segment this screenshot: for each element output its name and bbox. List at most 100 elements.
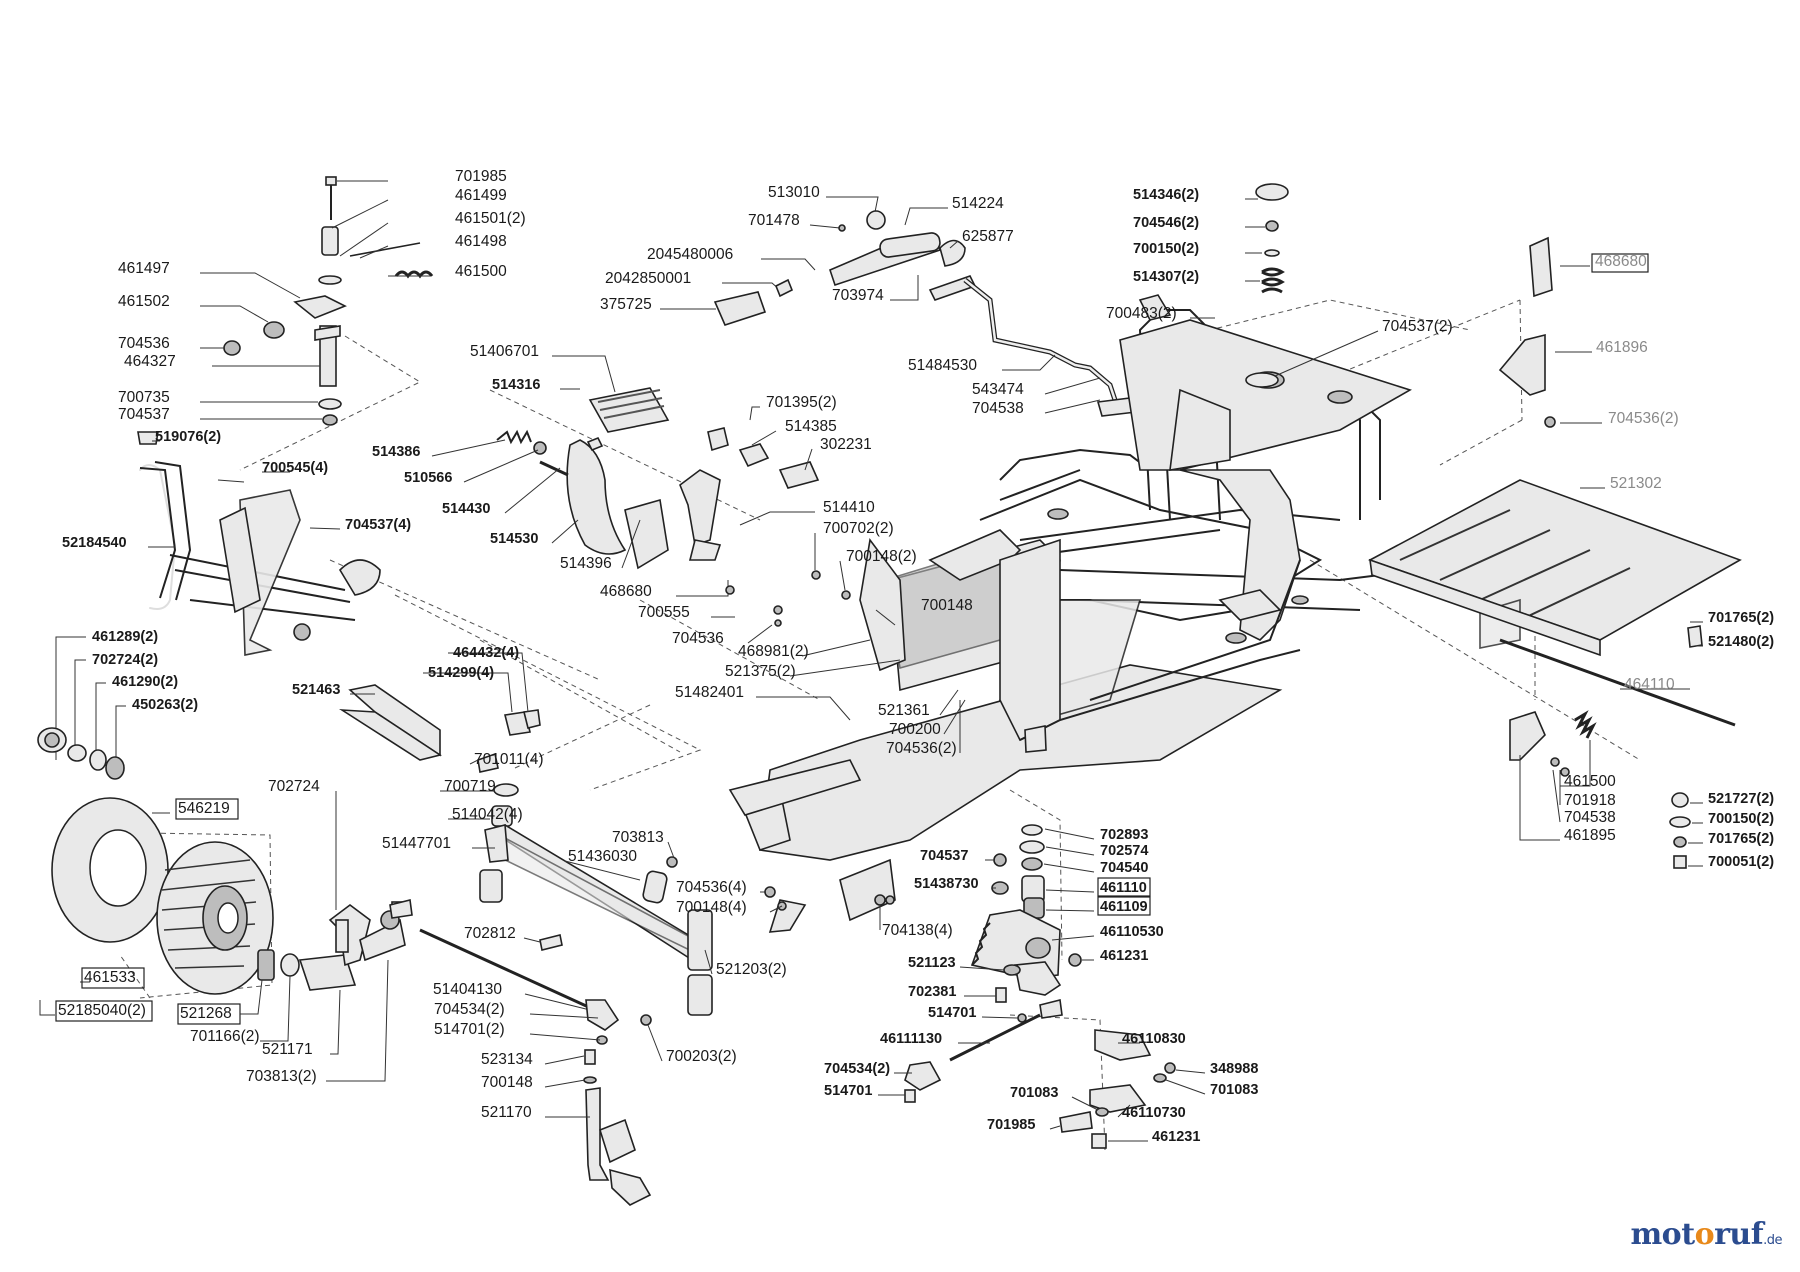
part-label-51436030-84: 51436030: [568, 848, 637, 865]
part-label-521268-90: 521268: [180, 1005, 232, 1022]
part-label-7038132-93: 703813(2): [246, 1068, 317, 1085]
brand-logo-part-c: ruf: [1714, 1217, 1764, 1252]
part-label-51404130-94: 51404130: [433, 981, 502, 998]
part-label-51406701-26: 51406701: [470, 343, 539, 360]
brand-logo-tld: .de: [1763, 1233, 1782, 1248]
brand-logo-part-a: mot: [1630, 1217, 1695, 1252]
seat-spring-assembly: [137, 176, 434, 445]
part-label-461896-56: 461896: [1596, 339, 1648, 356]
part-label-7001482-38: 700148(2): [846, 548, 917, 565]
part-label-7045372-54: 704537(2): [1382, 318, 1453, 335]
footboard-plate: [1368, 479, 1742, 727]
part-label-51482401-45: 51482401: [675, 684, 744, 701]
steering-sector-assembly: [878, 824, 1206, 1149]
part-label-5212032-100: 521203(2): [716, 961, 787, 978]
part-label-704538-25: 704538: [972, 400, 1024, 417]
part-label-521171-92: 521171: [262, 1041, 313, 1058]
part-label-4502632-73: 450263(2): [132, 697, 198, 713]
lift-lever-assembly: [660, 196, 1138, 417]
part-label-514701-119: 514701: [824, 1083, 872, 1099]
part-label-701918-63: 701918: [1564, 792, 1616, 809]
part-label-7045362-48: 704536(2): [886, 740, 957, 757]
part-label-514430-30: 514430: [442, 501, 490, 517]
part-label-461499-1: 461499: [455, 187, 507, 204]
chassis-frame: [728, 309, 1421, 922]
brand-logo-part-b: o: [1694, 1217, 1715, 1252]
part-label-46110530-110: 46110530: [1100, 924, 1164, 940]
part-label-2045480006-19: 2045480006: [647, 246, 733, 263]
part-label-461110-108: 461110: [1100, 880, 1147, 896]
part-label-700735-9: 700735: [118, 389, 170, 406]
part-label-7013952-33: 701395(2): [766, 394, 837, 411]
part-label-514224-17: 514224: [952, 195, 1004, 212]
part-label-4615012-2: 461501(2): [455, 210, 526, 227]
part-label-7041384-102: 704138(4): [882, 922, 953, 939]
part-label-704538-64: 704538: [1564, 809, 1616, 826]
front-axle-assembly: [338, 652, 886, 1206]
part-label-701985-0: 701985: [455, 168, 507, 185]
part-label-514530-31: 514530: [490, 531, 538, 547]
part-label-4689812-43: 468981(2): [738, 643, 809, 660]
part-label-461498-3: 461498: [455, 233, 507, 250]
part-label-7001502-51: 700150(2): [1133, 241, 1199, 257]
part-label-7004832-53: 700483(2): [1106, 305, 1177, 322]
part-label-5217272-66: 521727(2): [1708, 791, 1774, 807]
part-label-704537-106: 704537: [920, 848, 968, 864]
part-label-7045374-13: 704537(4): [345, 517, 411, 533]
part-label-521850402-89: 52185040(2): [58, 1002, 146, 1019]
part-label-700719-80: 700719: [444, 778, 496, 795]
part-label-4612892-70: 461289(2): [92, 629, 158, 645]
part-label-461497-5: 461497: [118, 260, 170, 277]
part-label-461231-111: 461231: [1100, 948, 1148, 964]
part-label-302231-35: 302231: [820, 436, 872, 453]
brand-logo[interactable]: motoruf.de: [1630, 1217, 1782, 1252]
part-label-543474-24: 543474: [972, 381, 1024, 398]
part-label-7017652-59: 701765(2): [1708, 610, 1774, 626]
part-label-7017652-68: 701765(2): [1708, 831, 1774, 847]
assembly-dashed-lines: [79, 299, 1641, 1151]
rear-spring-bracket: [1509, 710, 1703, 869]
part-label-514701-114: 514701: [928, 1005, 976, 1021]
part-label-461502-6: 461502: [118, 293, 170, 310]
part-label-461533-88: 461533: [84, 969, 136, 986]
part-label-701083-121: 701083: [1210, 1082, 1258, 1098]
part-label-7005454-12: 700545(4): [262, 460, 328, 476]
part-label-7045462-50: 704546(2): [1133, 215, 1199, 231]
part-label-51484530-23: 51484530: [908, 357, 977, 374]
part-label-514385-34: 514385: [785, 418, 837, 435]
part-label-7007022-37: 700702(2): [823, 520, 894, 537]
part-label-514316-27: 514316: [492, 377, 540, 393]
part-label-5143462-49: 514346(2): [1133, 187, 1199, 203]
part-label-468680-39: 468680: [600, 583, 652, 600]
part-number-labels: 701985461499461501(2)4614984615004614974…: [58, 168, 1774, 1145]
part-label-701985-123: 701985: [987, 1117, 1035, 1133]
part-label-5214802-60: 521480(2): [1708, 634, 1774, 650]
part-label-7045342-95: 704534(2): [434, 1001, 505, 1018]
part-label-521463-74: 521463: [292, 682, 340, 698]
part-label-514386-28: 514386: [372, 444, 420, 460]
part-label-7045362-57: 704536(2): [1608, 410, 1679, 427]
part-label-51438730-107: 51438730: [914, 876, 979, 892]
part-label-704537-10: 704537: [118, 406, 170, 423]
part-label-513010-15: 513010: [768, 184, 820, 201]
part-label-375725-21: 375725: [600, 296, 652, 313]
part-label-701478-16: 701478: [748, 212, 800, 229]
part-label-521170-99: 521170: [481, 1104, 532, 1121]
part-label-523134-97: 523134: [481, 1051, 533, 1068]
part-label-52184540-14: 52184540: [62, 535, 127, 551]
part-label-546219-79: 546219: [178, 800, 230, 817]
part-label-700200-47: 700200: [889, 721, 941, 738]
part-label-702381-113: 702381: [908, 984, 956, 1000]
part-label-704540-105: 704540: [1100, 860, 1148, 876]
part-label-5140424-81: 514042(4): [452, 806, 523, 823]
part-label-7045342-117: 704534(2): [824, 1061, 890, 1077]
part-label-704536-7: 704536: [118, 335, 170, 352]
part-label-700148-98: 700148: [481, 1074, 533, 1091]
part-label-700555-40: 700555: [638, 604, 690, 621]
part-label-4644324-75: 464432(4): [453, 645, 519, 661]
part-label-5143072-52: 514307(2): [1133, 269, 1199, 285]
part-label-700148-42: 700148: [921, 597, 973, 614]
part-label-702724-78: 702724: [268, 778, 320, 795]
part-label-461109-109: 461109: [1100, 899, 1148, 915]
